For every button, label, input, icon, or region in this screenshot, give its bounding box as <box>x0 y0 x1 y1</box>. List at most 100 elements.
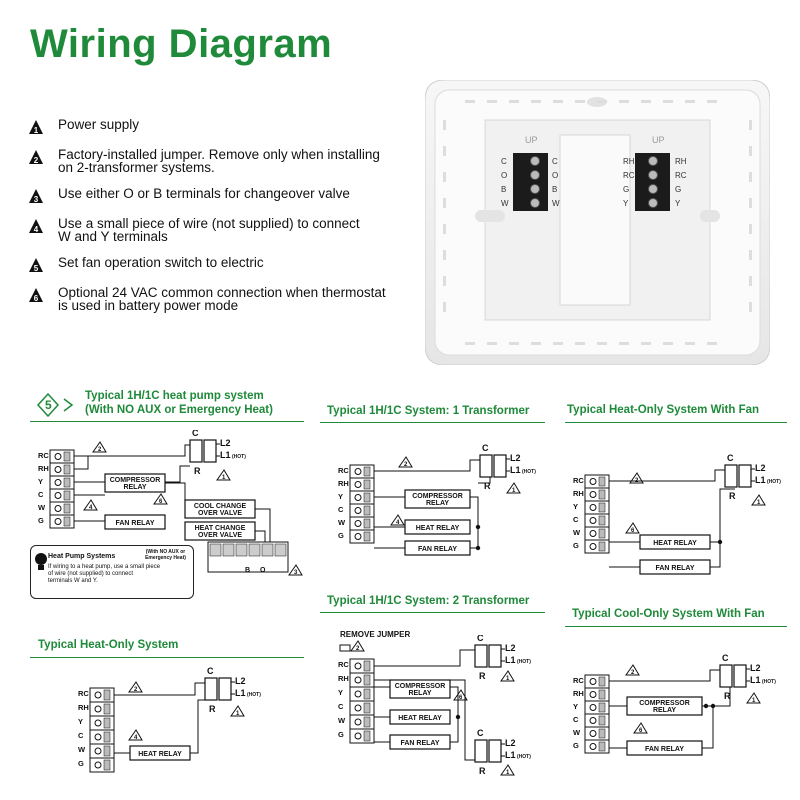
note-marker-icon <box>500 670 515 682</box>
transformer-c-label: C <box>477 635 484 643</box>
terminal-screw <box>354 676 362 684</box>
note-text: Use a small piece of wire (not supplied)… <box>58 216 360 244</box>
terminal <box>89 687 115 703</box>
vent-slot <box>443 250 446 260</box>
vent-slot <box>749 172 752 182</box>
terminal-clamp <box>363 660 371 672</box>
heat-only-title: Typical Heat-Only System <box>38 639 179 651</box>
transformer-l1-label: L1 <box>750 675 761 685</box>
vent-slot <box>685 342 695 345</box>
terminal-label: RC <box>338 660 349 669</box>
terminal-clamp <box>598 728 606 739</box>
transformer-l1-label: L1 <box>505 655 516 665</box>
terminal-label: Y <box>338 492 343 501</box>
terminal-screw <box>94 761 102 769</box>
terminal <box>274 543 287 557</box>
wire <box>374 649 475 667</box>
transformer-hot-label: (HOT) <box>767 479 781 485</box>
terminal-clamp <box>598 702 606 713</box>
terminal-screw <box>589 530 597 537</box>
terminal-clamp <box>63 451 71 462</box>
badge-number: 5 <box>45 398 52 412</box>
terminal <box>349 503 375 518</box>
terminal-screw <box>530 184 540 194</box>
terminal <box>349 686 375 702</box>
wire <box>374 459 480 472</box>
vent-slot <box>641 100 651 103</box>
warning-number-icon: 1 <box>29 120 43 135</box>
terminal <box>584 487 610 502</box>
terminal <box>89 729 115 745</box>
relay-label: HEAT RELAY <box>398 715 442 722</box>
terminal-label: C <box>338 702 344 711</box>
terminal-label: RC <box>573 476 584 485</box>
transformer-coil <box>479 454 493 478</box>
terminal <box>584 513 610 528</box>
vent-slot <box>509 100 519 103</box>
svg-text:3: 3 <box>34 195 39 204</box>
terminal-screw <box>54 466 62 473</box>
wire <box>255 508 271 542</box>
transformer-coil <box>738 464 752 488</box>
note-marker-icon <box>350 640 365 652</box>
terminal <box>89 701 115 717</box>
terminal-clamp <box>363 518 371 529</box>
terminal-clamp <box>363 716 371 728</box>
warning-number-icon: 5 <box>29 258 43 273</box>
transformer-hot-label: (HOT) <box>247 692 261 698</box>
transformer-c-label: C <box>722 653 729 663</box>
note-marker-number: 3 <box>294 570 298 576</box>
vent-slot <box>597 342 607 345</box>
wire <box>710 541 721 568</box>
transformer-hot-label: (HOT) <box>517 754 531 760</box>
wire <box>190 699 205 754</box>
terminal-label: Y <box>338 688 343 697</box>
relay-label: HEAT RELAY <box>416 525 460 532</box>
transformer-coil <box>204 677 218 701</box>
terminal-screw <box>589 491 597 498</box>
terminal <box>209 543 222 557</box>
note-marker-icon <box>390 514 405 526</box>
wire <box>74 455 89 470</box>
vent-slot <box>531 342 541 345</box>
terminal-clamp <box>363 688 371 700</box>
terminal-screw <box>589 730 597 737</box>
page-title: Wiring Diagram <box>30 22 333 66</box>
note-item: 3 Use either O or B terminals for changeo… <box>28 187 418 204</box>
terminal <box>349 490 375 505</box>
relay-label: FAN RELAY <box>655 565 694 572</box>
heat-pump-note-box <box>30 545 194 599</box>
terminal <box>49 514 75 529</box>
terminal <box>584 726 610 741</box>
terminal-screw <box>54 479 62 486</box>
transformer-l2-label: L2 <box>235 676 246 686</box>
terminal <box>584 674 610 689</box>
vent-slot <box>619 342 629 345</box>
changeover-terminal-block <box>207 541 289 573</box>
heat-only-fan-underline <box>565 422 787 423</box>
terminal-screw <box>94 719 102 727</box>
note-marker-number: 2 <box>631 670 635 676</box>
terminal <box>349 672 375 688</box>
vent-slot <box>619 100 629 103</box>
terminal-screw <box>54 492 62 499</box>
terminal-label: RC <box>78 689 89 698</box>
terminal <box>584 474 610 489</box>
vent-slot <box>443 224 446 234</box>
note-text: Use either O or B terminals for changeov… <box>58 186 350 201</box>
vent-slot <box>597 100 607 103</box>
transformer-l1-label: L1 <box>235 688 246 698</box>
transformer-hot-label: (HOT) <box>517 659 531 665</box>
transformer-hot-label: (HOT) <box>522 469 536 475</box>
terminal-label: G <box>338 531 344 540</box>
heat-pump-note-body: If wiring to a heat pump, use a small pi… <box>48 564 161 584</box>
terminal <box>349 658 375 674</box>
terminal-screw <box>94 705 102 713</box>
terminal-label: RH <box>78 703 89 712</box>
svg-text:1: 1 <box>34 126 39 135</box>
